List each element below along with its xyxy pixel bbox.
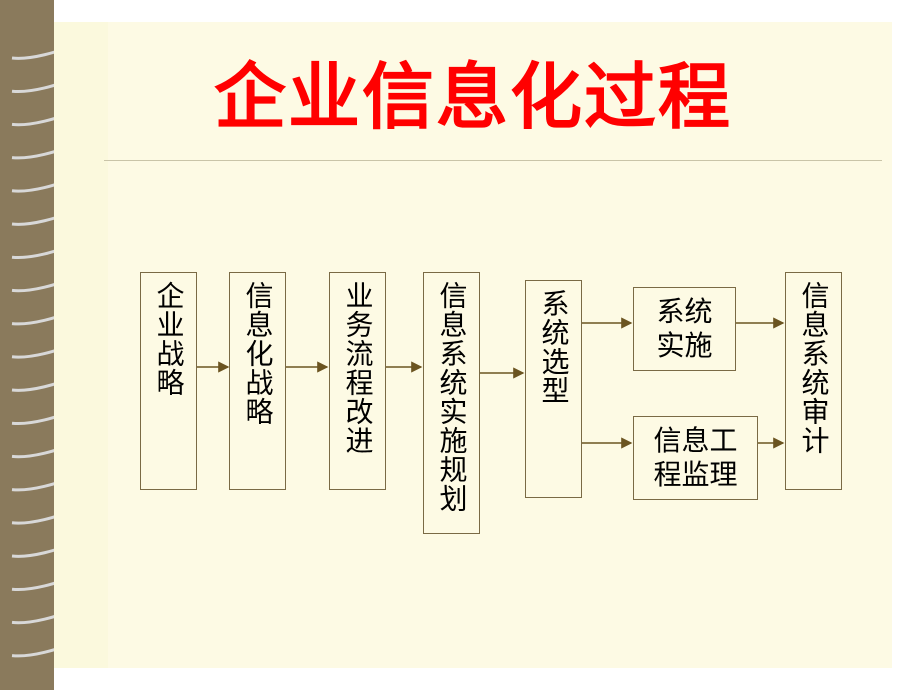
box-label: 信息系统审计	[797, 281, 831, 455]
box-system-implementation: 系统 实施	[633, 287, 736, 371]
page-surface	[108, 22, 892, 668]
box-label: 信息化战略	[241, 281, 275, 426]
box-system-audit: 信息系统审计	[785, 272, 842, 490]
box-implementation-planning: 信息系统实施规划	[423, 272, 480, 534]
box-enterprise-strategy: 企业战略	[140, 272, 197, 490]
title-divider	[104, 160, 882, 161]
box-label: 业务流程改进	[341, 281, 375, 455]
box-label: 系统选型	[537, 289, 571, 405]
box-label: 系统 实施	[656, 295, 713, 362]
box-engineering-supervision: 信息工 程监理	[633, 416, 758, 500]
box-label: 信息工 程监理	[653, 424, 738, 491]
box-process-improvement: 业务流程改进	[329, 272, 386, 490]
slide-title: 企业信息化过程	[214, 55, 733, 139]
box-info-strategy: 信息化战略	[229, 272, 286, 490]
box-label: 企业战略	[152, 281, 186, 397]
box-system-selection: 系统选型	[525, 280, 582, 498]
box-label: 信息系统实施规划	[435, 281, 469, 513]
